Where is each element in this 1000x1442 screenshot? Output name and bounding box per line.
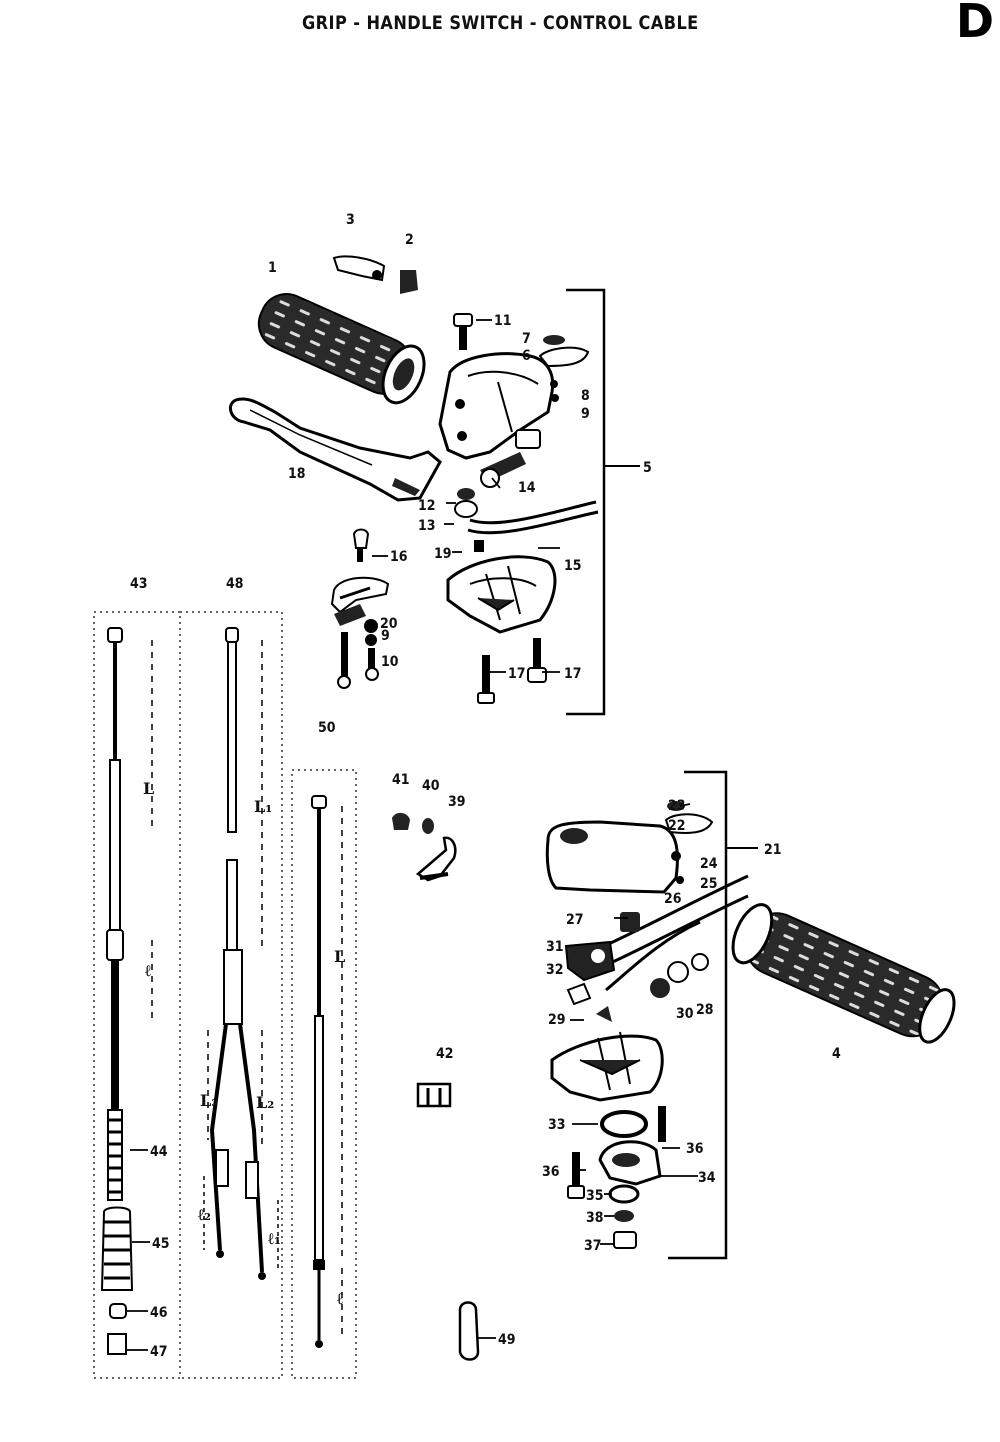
- callout-50: 50: [318, 720, 336, 736]
- throttle-housing-upper: [545, 820, 679, 894]
- callout-13: 13: [418, 518, 436, 534]
- callout-48: 48: [226, 576, 244, 592]
- right-adjuster-parts: [664, 801, 714, 884]
- callout-49: 49: [498, 1332, 516, 1348]
- callout-28: 28: [696, 1002, 714, 1018]
- callout-9: 9: [581, 406, 590, 422]
- callout-5: 5: [643, 460, 652, 476]
- callout-38: 38: [586, 1210, 604, 1226]
- dimension-labels: L ℓ L₁ L₃ L₂ ℓ₂ ℓ₁ L ℓ: [143, 779, 345, 1308]
- callout-6: 6: [522, 348, 531, 364]
- cable-50: [311, 795, 343, 1348]
- dim-48-L1: L₁: [254, 797, 272, 816]
- bracket-5: [566, 288, 606, 716]
- callout-31: 31: [546, 939, 564, 955]
- right-switch-parts: [564, 912, 709, 1022]
- throttle-housing-lower: [550, 1031, 664, 1102]
- callout-14: 14: [518, 480, 536, 496]
- callout-44: 44: [150, 1144, 168, 1160]
- callout-20: 20: [380, 616, 398, 632]
- cable-bracket-39: [392, 812, 457, 882]
- callout-17b: 17: [564, 666, 582, 682]
- callout-15: 15: [564, 558, 582, 574]
- dim-50-L: L: [334, 947, 345, 966]
- callout-34: 34: [698, 1170, 716, 1186]
- callout-16: 16: [390, 549, 408, 565]
- callout-42: 42: [436, 1046, 454, 1062]
- callout-12: 12: [418, 498, 436, 514]
- left-switch-wiring: [467, 500, 599, 535]
- left-adjuster-parts: [538, 335, 590, 402]
- throttle-pulley-parts: [567, 1106, 666, 1249]
- left-grip: [257, 293, 426, 405]
- callout-46: 46: [150, 1305, 168, 1321]
- callout-40: 40: [422, 778, 440, 794]
- cable-50-box: [291, 769, 357, 1379]
- callout-8: 8: [581, 388, 590, 404]
- left-small-parts: [454, 488, 478, 518]
- left-small-screw-19: [474, 540, 484, 552]
- callout-39: 39: [448, 794, 466, 810]
- callout-10: 10: [381, 654, 399, 670]
- callout-21: 21: [764, 842, 782, 858]
- callout-35: 35: [586, 1188, 604, 1204]
- callout-7: 7: [522, 331, 531, 347]
- callout-36b: 36: [686, 1141, 704, 1157]
- callout-37: 37: [584, 1238, 602, 1254]
- callout-2: 2: [405, 232, 414, 248]
- callout-33: 33: [548, 1117, 566, 1133]
- callout-24: 24: [700, 856, 718, 872]
- callout-32: 32: [546, 962, 564, 978]
- callout-27: 27: [566, 912, 584, 928]
- dim-48-L3: L₃: [200, 1091, 218, 1110]
- left-clamp-parts: [330, 528, 390, 689]
- callout-23: 23: [668, 798, 686, 814]
- clutch-lever: [228, 397, 442, 502]
- bracket-21: [668, 770, 728, 1260]
- left-housing-screws: [477, 638, 547, 704]
- callout-45: 45: [152, 1236, 170, 1252]
- cable-43-box: [93, 611, 181, 1379]
- dim-48-l2: ℓ₂: [198, 1205, 211, 1224]
- leader-lines: [126, 319, 698, 1351]
- callout-29: 29: [548, 1012, 566, 1028]
- callout-4: 4: [832, 1046, 841, 1062]
- callout-36: 36: [542, 1164, 560, 1180]
- callout-19: 19: [434, 546, 452, 562]
- callout-18: 18: [288, 466, 306, 482]
- callout-1: 1: [268, 260, 277, 276]
- left-switch-housing-lower: [446, 555, 557, 634]
- cap-49: [458, 1301, 480, 1361]
- cable-48-box: [180, 611, 283, 1379]
- callout-25: 25: [700, 876, 718, 892]
- callout-26: 26: [664, 891, 682, 907]
- callout-41: 41: [392, 772, 410, 788]
- callout-43: 43: [130, 576, 148, 592]
- cable-clamp-42: [416, 1082, 452, 1108]
- dim-48-L2: L₂: [256, 1093, 274, 1112]
- dim-43-l: ℓ: [145, 961, 152, 980]
- dim-48-l1: ℓ₁: [268, 1229, 281, 1248]
- callout-11: 11: [494, 313, 512, 329]
- dim-43-L: L: [143, 779, 154, 798]
- callout-22: 22: [668, 818, 686, 834]
- throttle-cable-48: [203, 627, 279, 1280]
- callout-labels: 1 2 3 4 5 6 7 8 9 9 10 11 12 13 14 15 16…: [130, 212, 841, 1360]
- throttle-cable-guide: [599, 874, 749, 992]
- callout-3: 3: [346, 212, 355, 228]
- clutch-cable-43: [100, 627, 153, 1355]
- callout-30: 30: [676, 1006, 694, 1022]
- section-letter: D: [955, 0, 994, 48]
- callout-47: 47: [150, 1344, 168, 1360]
- right-grip: [731, 903, 956, 1044]
- callout-9b: 9: [381, 628, 390, 644]
- page-title: GRIP - HANDLE SWITCH - CONTROL CABLE: [301, 12, 699, 34]
- callout-17a: 17: [508, 666, 526, 682]
- left-cable-adjuster: [332, 255, 418, 294]
- lever-pivot-bolt: [453, 313, 473, 350]
- dim-50-l: ℓ: [337, 1289, 344, 1308]
